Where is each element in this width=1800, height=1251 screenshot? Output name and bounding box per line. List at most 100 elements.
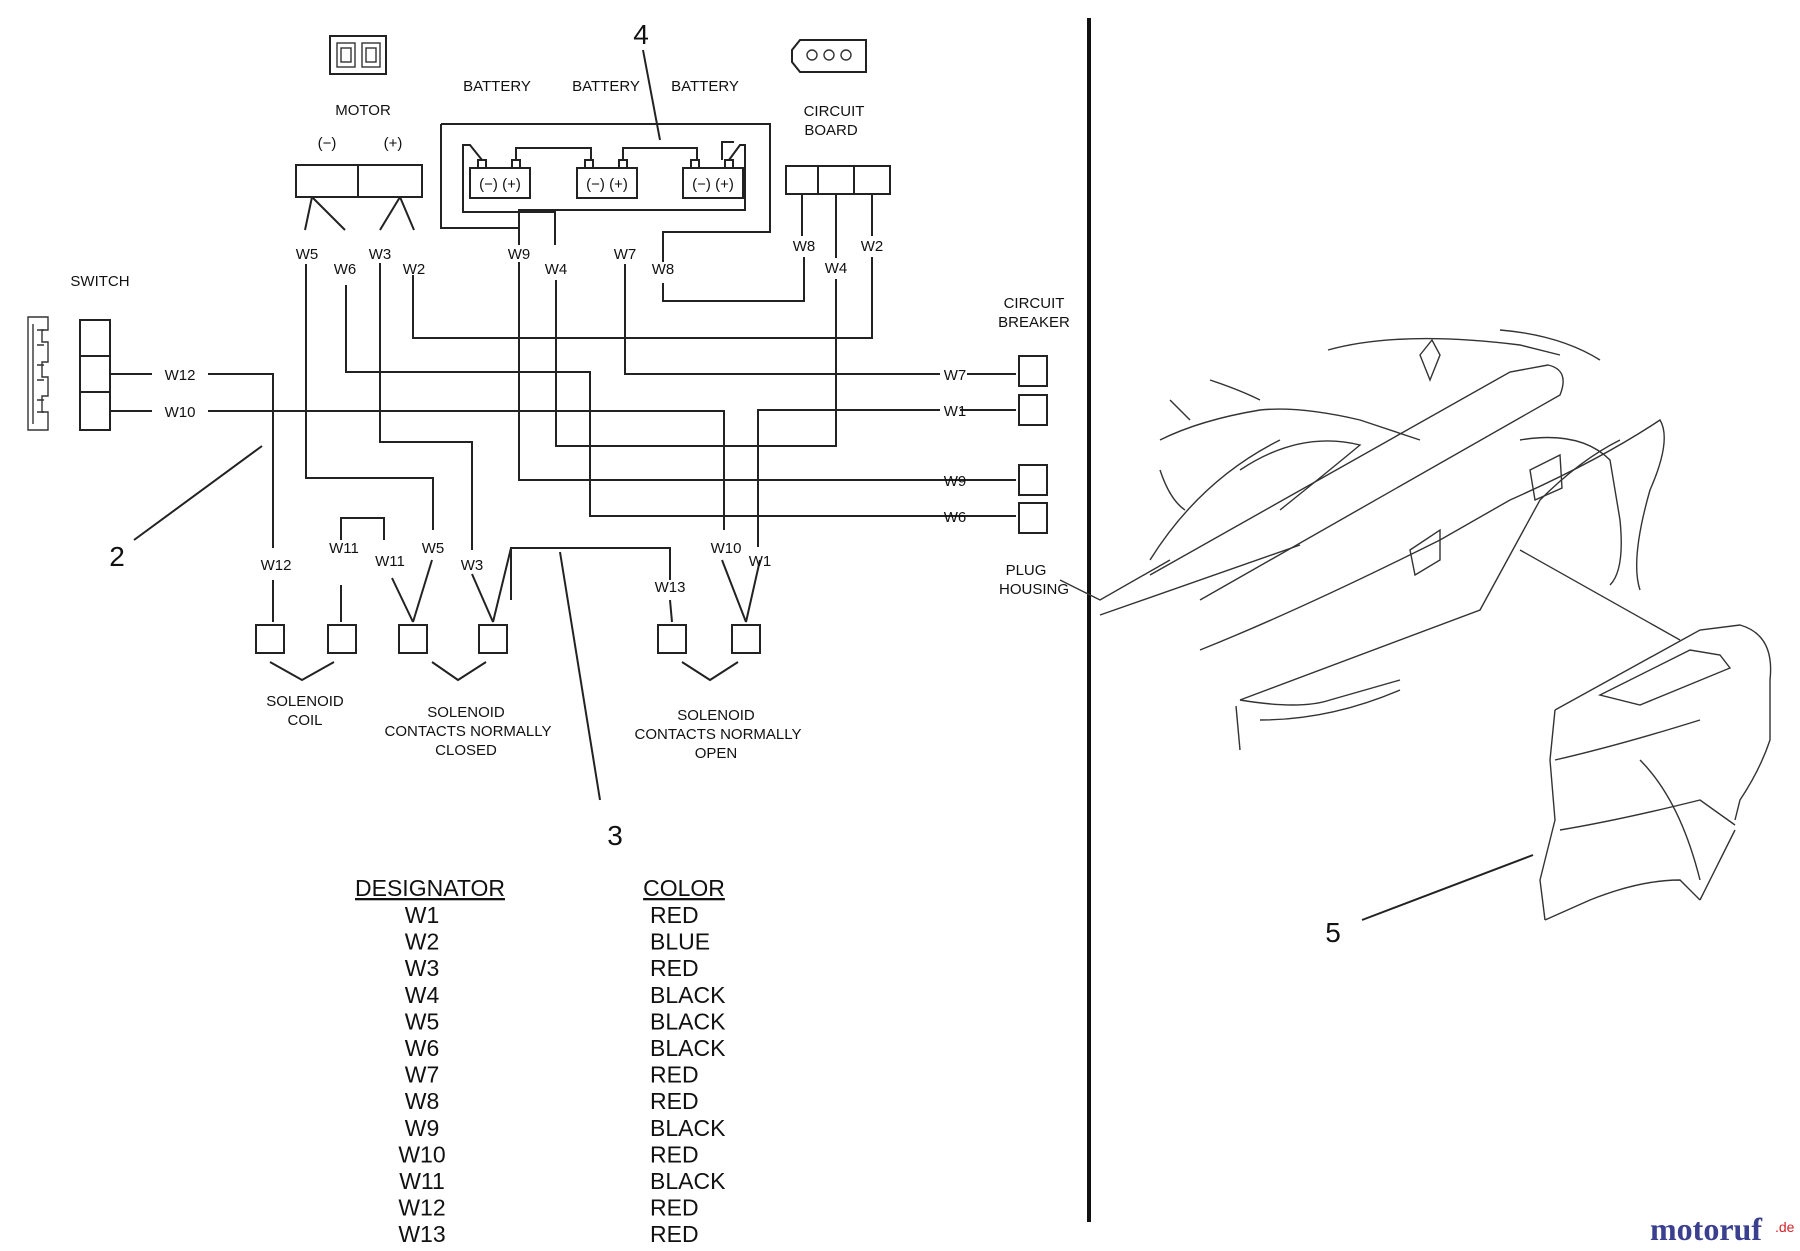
- table-designator-cell: W12: [398, 1195, 445, 1221]
- table-color-cell: RED: [650, 955, 699, 981]
- wire-label: W13: [655, 579, 686, 596]
- motor-label: MOTOR: [335, 102, 391, 119]
- wire-label: W5: [296, 246, 319, 263]
- table-color-cell: BLUE: [650, 929, 710, 955]
- battery-2-terminals: (−) (+): [586, 176, 628, 193]
- wire-label: W4: [545, 261, 568, 278]
- battery-1-terminals: (−) (+): [479, 176, 521, 193]
- table-color-cell: RED: [650, 1221, 699, 1247]
- table-designator-cell: W13: [398, 1221, 445, 1247]
- wire-label: W2: [403, 261, 426, 278]
- wire-label: W12: [261, 557, 292, 574]
- table-designator-cell: W9: [405, 1115, 440, 1141]
- motor-connector-icon: [329, 35, 387, 75]
- wire-label: W7: [944, 367, 967, 384]
- motor-terminal-block: [295, 164, 423, 198]
- solenoid-nc-label-3: CLOSED: [435, 742, 497, 759]
- circuit-board-label-1: CIRCUIT: [804, 103, 865, 120]
- battery-label-2: BATTERY: [572, 78, 640, 95]
- wire-label: W9: [508, 246, 531, 263]
- switch-label: SWITCH: [70, 273, 129, 290]
- wire-label: W3: [369, 246, 392, 263]
- callout-5: 5: [1325, 917, 1341, 948]
- table-designator-cell: W11: [399, 1168, 445, 1194]
- motor-positive-label: (+): [384, 135, 403, 152]
- battery-3-terminals: (−) (+): [692, 176, 734, 193]
- battery-label-3: BATTERY: [671, 78, 739, 95]
- circuit-breaker-terminals: [1018, 355, 1048, 426]
- table-color-cell: BLACK: [650, 1008, 726, 1034]
- table-color-cell: BLACK: [650, 1168, 726, 1194]
- wire-label: W11: [329, 540, 359, 557]
- wire-label: W1: [749, 553, 772, 570]
- table-header-color: COLOR: [643, 875, 725, 901]
- wire-label: W6: [334, 261, 357, 278]
- table-designator-cell: W1: [405, 902, 440, 928]
- table-designator-cell: W10: [398, 1141, 445, 1167]
- table-color-cell: BLACK: [650, 982, 726, 1008]
- solenoid-terminals: [255, 624, 761, 654]
- table-color-cell: RED: [650, 1141, 699, 1167]
- table-designator-cell: W7: [405, 1062, 440, 1088]
- battery-label-1: BATTERY: [463, 78, 531, 95]
- plug-housing-label-1: PLUG: [1006, 562, 1047, 579]
- table-designator-cell: W2: [405, 929, 440, 955]
- table-color-cell: BLACK: [650, 1115, 726, 1141]
- table-color-cell: RED: [650, 1088, 699, 1114]
- callout-4: 4: [633, 19, 649, 50]
- circuit-breaker-label-1: CIRCUIT: [1004, 295, 1065, 312]
- wire-labels: W5 W6 W3 W2 W9 W4 W7 W8 W8 W4 W2 W12 W10…: [165, 238, 967, 596]
- wire-label: W1: [944, 403, 967, 420]
- solenoid-nc-label-1: SOLENOID: [427, 704, 505, 721]
- solenoid-coil-label-2: COIL: [287, 712, 322, 729]
- wire-label: W6: [944, 509, 967, 526]
- table-designator-cell: W6: [405, 1035, 440, 1061]
- wire-label: W10: [711, 540, 742, 557]
- rear-bag-illustration: [1539, 624, 1772, 921]
- circuit-board-terminal-block: [785, 165, 891, 195]
- callout-3: 3: [607, 820, 623, 851]
- table-header-designator: DESIGNATOR: [355, 875, 505, 901]
- plug-housing-terminals: [1018, 464, 1048, 534]
- battery-pack: (−) (+) (−) (+) (−) (+): [469, 159, 744, 199]
- circuit-board-label-2: BOARD: [804, 122, 858, 139]
- motor-negative-label: (−): [318, 135, 337, 152]
- solenoid-no-label-3: OPEN: [695, 745, 738, 762]
- plug-housing-label-2: HOUSING: [999, 581, 1069, 598]
- solenoid-coil-label-1: SOLENOID: [266, 693, 344, 710]
- circuit-breaker-label-2: BREAKER: [998, 314, 1070, 331]
- watermark-suffix: .de: [1775, 1219, 1795, 1235]
- table-designator-cell: W3: [405, 955, 440, 981]
- wire-label: W12: [165, 367, 196, 384]
- table-color-cell: RED: [650, 1195, 699, 1221]
- wire-paths: [110, 123, 1016, 682]
- wire-label: W10: [165, 404, 196, 421]
- mower-deck-illustration: [1059, 329, 1681, 751]
- wire-label: W5: [422, 540, 445, 557]
- wire-label: W7: [614, 246, 637, 263]
- table-designator-cell: W8: [405, 1088, 440, 1114]
- callouts: 2 3 4 5: [109, 19, 1534, 948]
- wire-label: W9: [944, 473, 967, 490]
- solenoid-no-label-2: CONTACTS NORMALLY: [635, 726, 802, 743]
- table-designator-cell: W4: [405, 982, 440, 1008]
- wire-label: W3: [461, 557, 484, 574]
- switch-connector-icon: [27, 316, 49, 431]
- wire-label: W4: [825, 260, 848, 277]
- table-designator-cell: W5: [405, 1008, 440, 1034]
- solenoid-no-label-1: SOLENOID: [677, 707, 755, 724]
- table-color-cell: BLACK: [650, 1035, 726, 1061]
- watermark-logo: motoruf .de: [1650, 1211, 1795, 1247]
- table-color-cell: RED: [650, 902, 699, 928]
- circuit-board-connector-icon: [791, 39, 867, 73]
- switch-terminal-block: [79, 319, 111, 431]
- table-color-cell: RED: [650, 1062, 699, 1088]
- callout-2: 2: [109, 541, 125, 572]
- solenoid-nc-label-2: CONTACTS NORMALLY: [385, 723, 552, 740]
- wire-label: W2: [861, 238, 884, 255]
- wire-label: W8: [793, 238, 816, 255]
- wire-label: W8: [652, 261, 675, 278]
- wire-label: W11: [375, 553, 405, 570]
